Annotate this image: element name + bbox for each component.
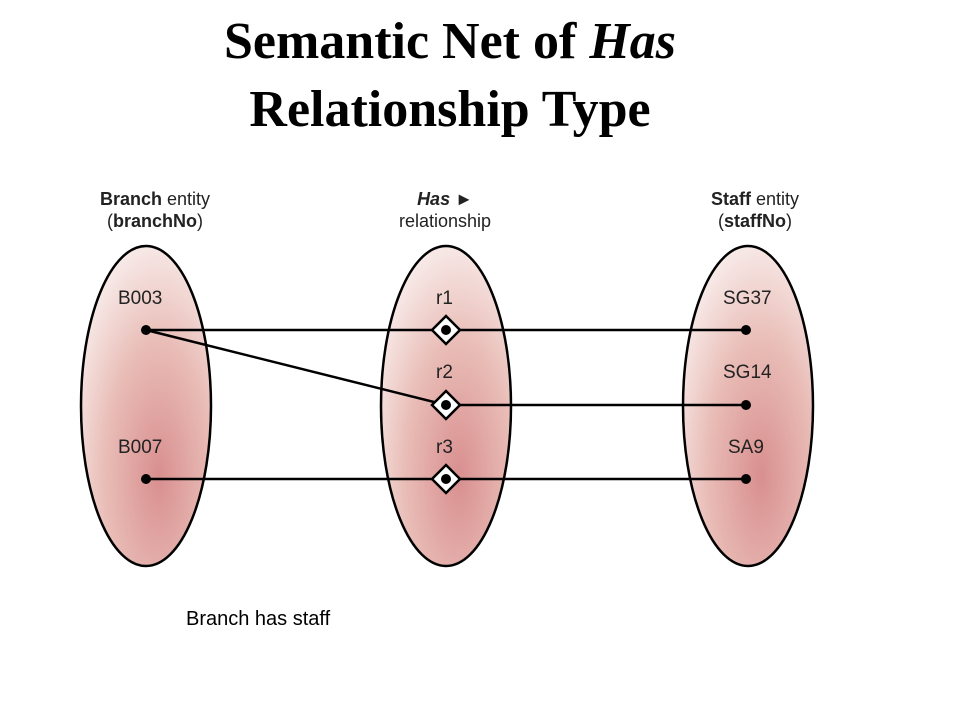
node-label: r2	[436, 362, 453, 383]
node-label: SA9	[728, 437, 764, 458]
has-header-line-1: Has ►	[355, 188, 535, 210]
branch-node-b007: B007	[118, 437, 162, 484]
staff-header-line-2: (staffNo)	[660, 210, 850, 232]
direction-arrow-icon: ►	[455, 189, 473, 209]
node-dot	[741, 325, 751, 335]
relationship-node-r1: r1	[430, 288, 462, 346]
node-label: r3	[436, 437, 453, 458]
node-label: SG37	[723, 288, 772, 309]
connection-lines	[145, 328, 746, 481]
branch-header-key: branchNo	[112, 211, 197, 231]
relationship-node-r2: r2	[430, 362, 462, 421]
staff-header-line-1: Staff entity	[660, 188, 850, 210]
title-line-2: Relationship Type	[249, 81, 651, 138]
branch-header-close: )	[197, 211, 203, 231]
node-dot	[741, 474, 751, 484]
node-dot	[741, 400, 751, 410]
staff-header-rest: entity	[755, 189, 800, 209]
branch-header-line-1: Branch entity	[60, 188, 250, 210]
branch-entity-header: Branch entity (branchNo)	[60, 188, 250, 232]
staff-header-open: (	[718, 211, 724, 231]
node-dot	[141, 474, 151, 484]
link-b003-r2	[145, 328, 447, 407]
title-line-1: Semantic Net of Has	[0, 8, 900, 76]
branch-entity-ellipse	[79, 244, 213, 568]
staff-header-close: )	[786, 211, 792, 231]
node-label: B003	[118, 288, 162, 309]
staff-node-sg14: SG14	[723, 362, 772, 410]
node-label: SG14	[723, 362, 772, 383]
branch-header-rest: entity	[167, 189, 211, 209]
relationship-node-r3: r3	[430, 437, 462, 495]
slide-title: Semantic Net of Has Relationship Type	[0, 8, 900, 144]
branch-header-bold: Branch	[99, 189, 162, 209]
branch-node-b003: B003	[118, 288, 162, 335]
node-label: r1	[436, 288, 453, 309]
has-header-line-2: relationship	[398, 211, 492, 231]
node-dot	[441, 325, 451, 335]
staff-header-key: staffNo	[724, 211, 786, 231]
node-dot	[441, 474, 451, 484]
node-dot	[441, 400, 451, 410]
branch-header-open: (	[106, 211, 113, 231]
staff-entity-header: Staff entity (staffNo)	[660, 188, 850, 232]
staff-node-sa9: SA9	[728, 437, 764, 484]
title-prefix: Semantic Net of	[223, 13, 577, 70]
branch-header-line-2: (branchNo)	[60, 210, 250, 232]
staff-header-bold: Staff	[710, 189, 751, 209]
staff-node-sg37: SG37	[723, 288, 772, 335]
has-header-italic: Has	[417, 189, 451, 209]
diagram-caption: Branch has staff	[186, 608, 331, 630]
node-dot	[141, 325, 151, 335]
node-label: B007	[118, 437, 162, 458]
has-relationship-header: Has ► relationship	[355, 188, 535, 232]
title-italic: Has	[589, 13, 677, 70]
